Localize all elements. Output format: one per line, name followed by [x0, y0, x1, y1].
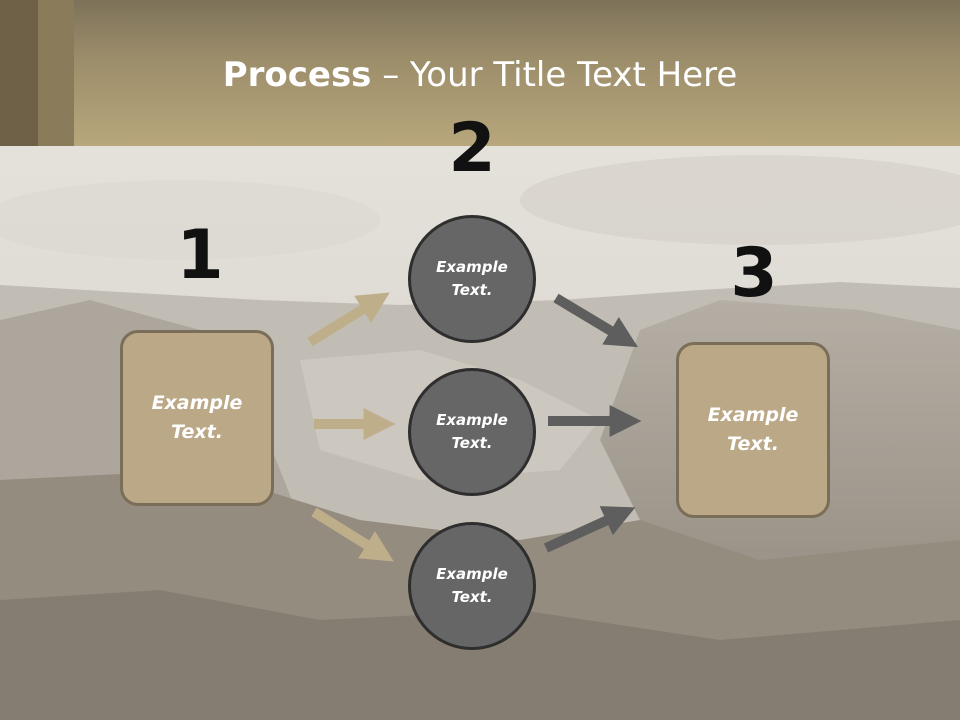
circle-middle-text-line1: Example — [436, 411, 508, 429]
step-2-circle-top: Example Text. — [408, 215, 536, 343]
arrow-box1-to-circle-top — [307, 292, 390, 347]
step-2-circle-middle: Example Text. — [408, 368, 536, 496]
arrow-box1-to-circle-bottom — [311, 507, 394, 562]
header-bar — [0, 0, 960, 146]
header-accent-mid — [38, 0, 74, 146]
step-1-text-line2: Text. — [171, 421, 223, 443]
step-2-circle-bottom: Example Text. — [408, 522, 536, 650]
title-rest-part: – Your Title Text Here — [371, 55, 738, 95]
arrow-circle-bottom-to-box3 — [543, 506, 636, 553]
circle-bottom-text-line2: Text. — [451, 588, 493, 606]
title-bold-part: Process — [222, 55, 372, 95]
step-number-1: 1 — [176, 216, 224, 295]
step-number-3: 3 — [730, 234, 778, 313]
arrow-circle-top-to-box3 — [553, 293, 638, 348]
step-1-text-line1: Example — [151, 392, 243, 414]
step-3-text-line1: Example — [707, 404, 799, 426]
step-3-text-line2: Text. — [727, 433, 779, 455]
step-number-2: 2 — [448, 109, 496, 188]
circle-top-text-line1: Example — [436, 258, 508, 276]
circle-bottom-text-line1: Example — [436, 565, 508, 583]
circle-top-text-line2: Text. — [451, 281, 493, 299]
step-1-box: Example Text. — [120, 330, 274, 506]
step-3-box: Example Text. — [676, 342, 830, 518]
circle-middle-text-line2: Text. — [451, 434, 493, 452]
slide-title: Process – Your Title Text Here — [0, 52, 960, 98]
header-accent-dark — [0, 0, 38, 146]
